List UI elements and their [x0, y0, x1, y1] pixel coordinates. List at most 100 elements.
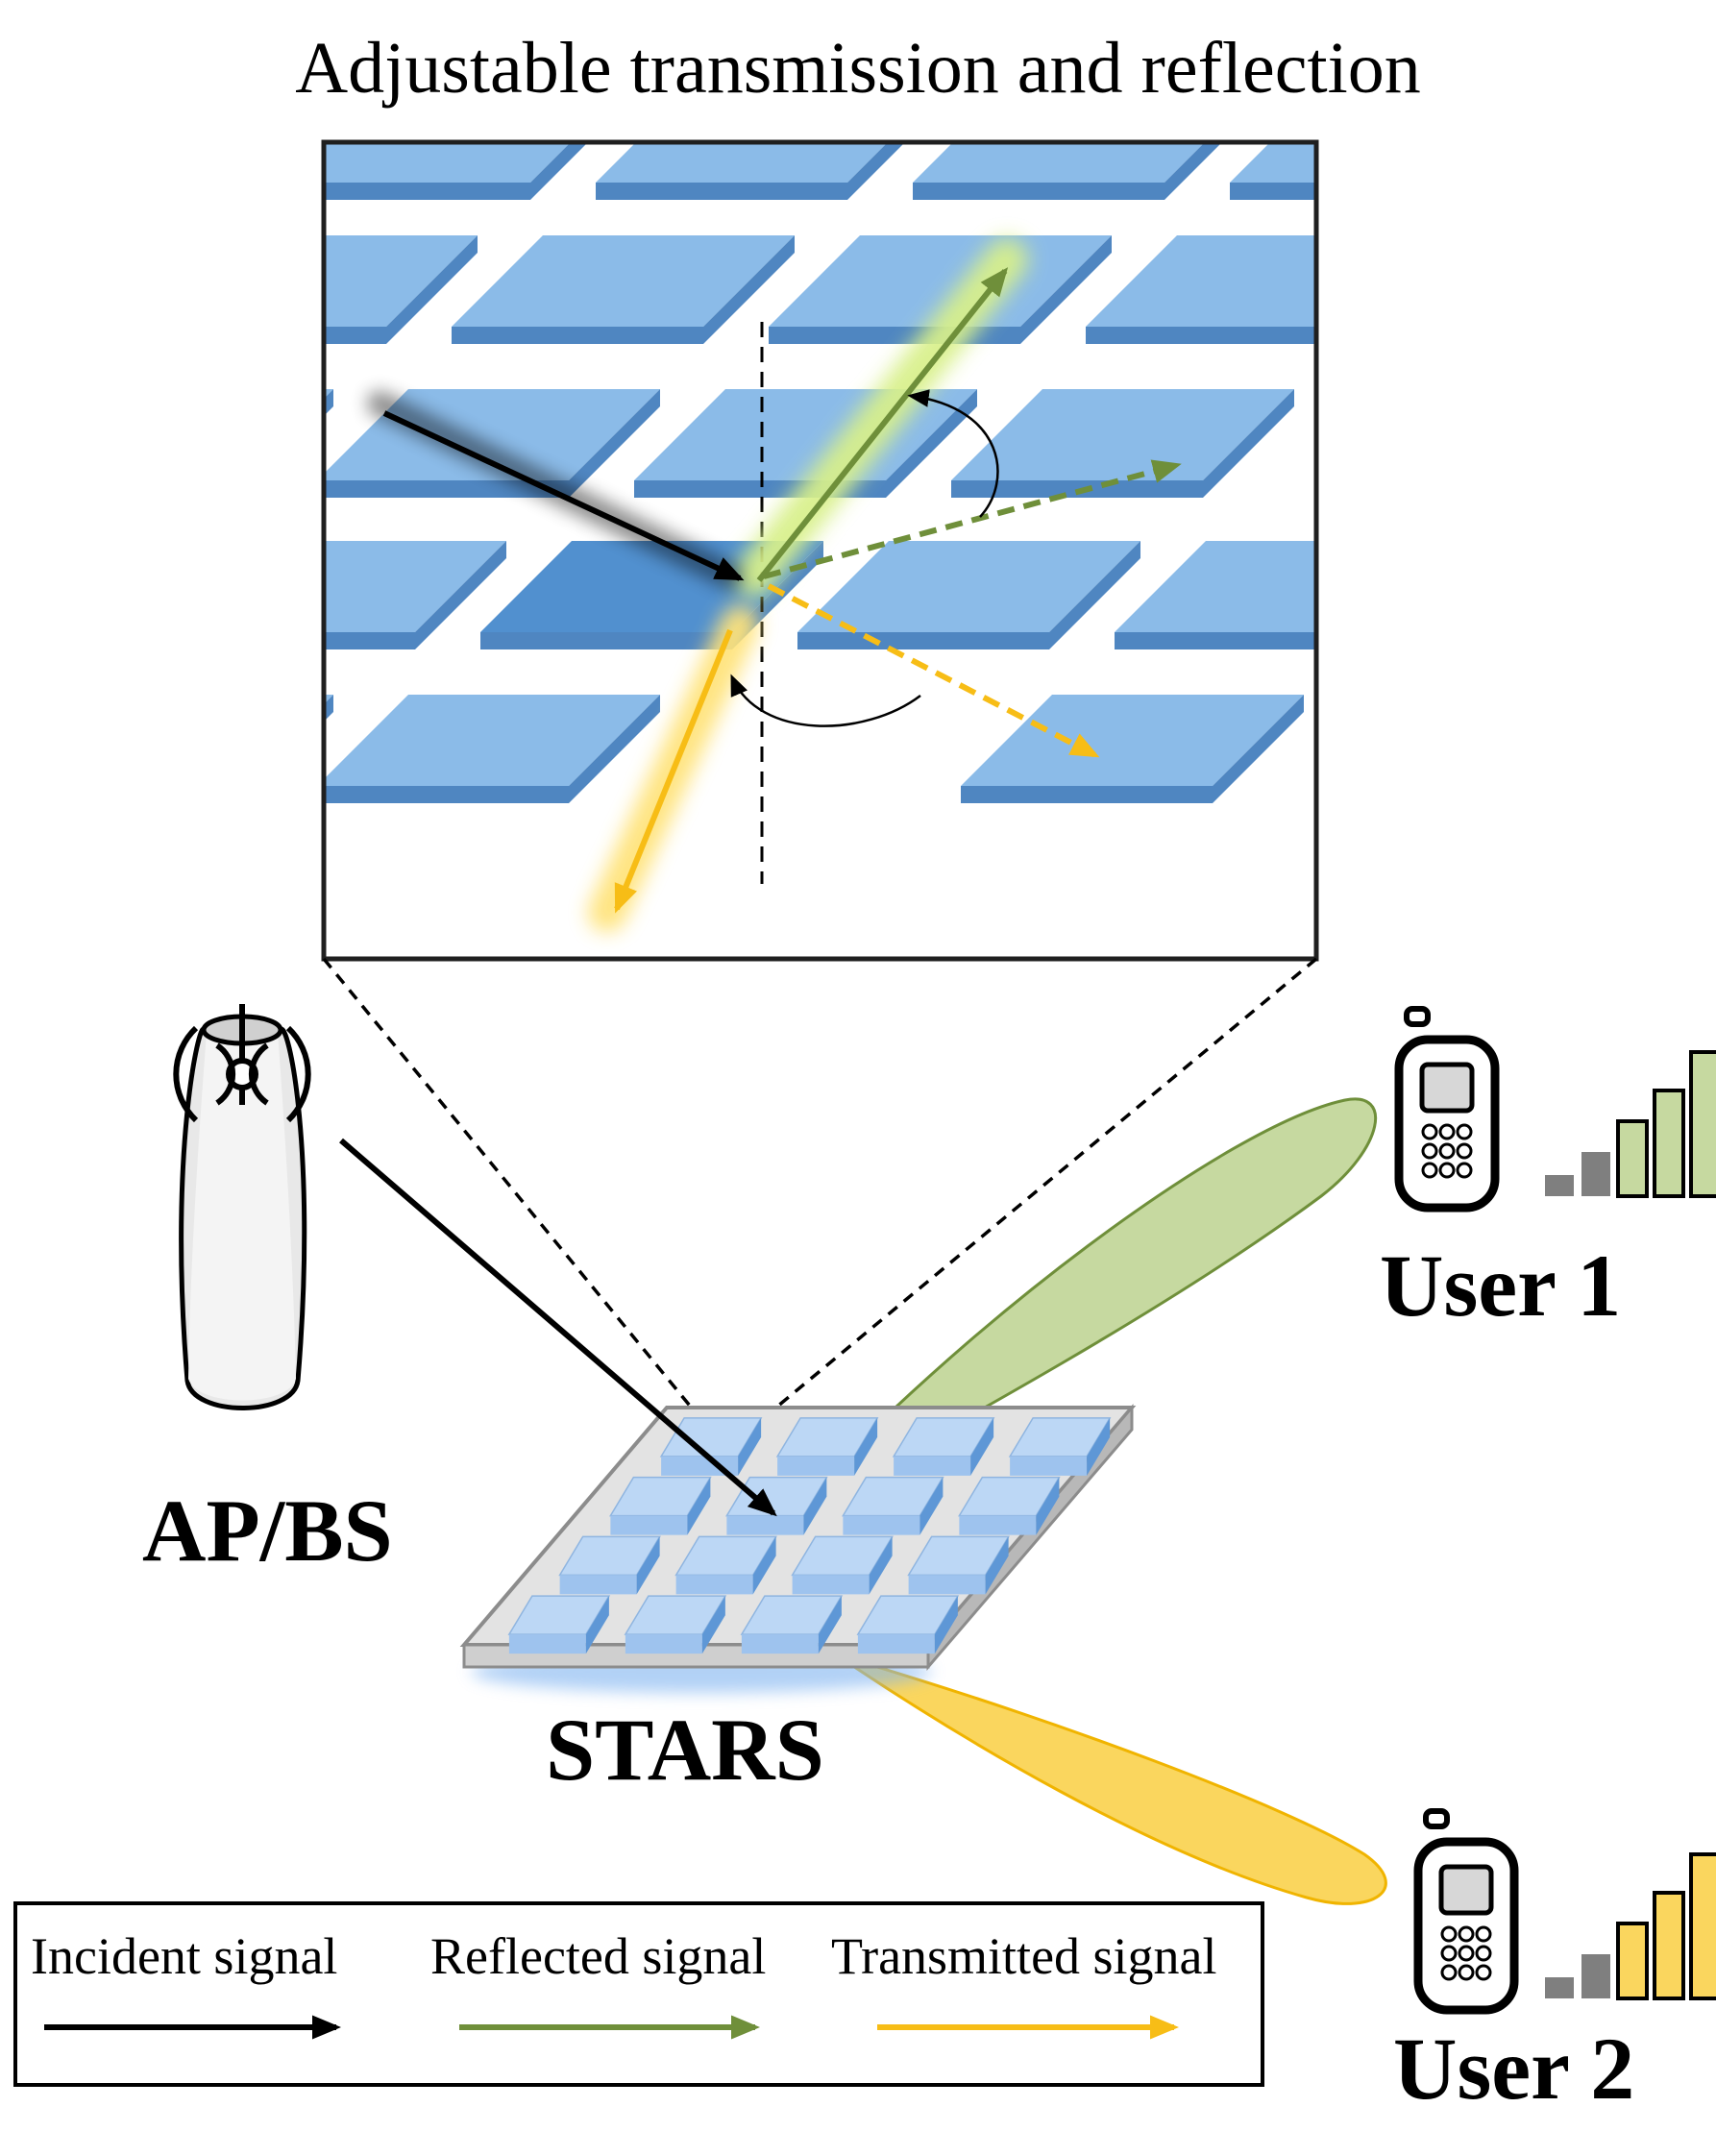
zoom-frame [321, 139, 1319, 962]
stars-element-side [636, 1536, 660, 1595]
stars-element-side [752, 1536, 776, 1595]
zoom-leader-left [322, 957, 713, 1433]
stars-element-edge [675, 1575, 753, 1595]
metasurface-element-edge [0, 480, 242, 498]
metasurface-element-edge [797, 632, 1049, 649]
stars-element-edge [908, 1575, 986, 1595]
legend-transmitted-label: Transmitted signal [831, 1927, 1217, 1985]
stars-surface [459, 1403, 1137, 1693]
transmitted-beam [835, 1653, 1387, 1905]
metasurface-element-side [1337, 235, 1429, 344]
metasurface-element [324, 695, 660, 786]
metasurface-element-side [1203, 389, 1294, 498]
signal-bar [1545, 1175, 1574, 1196]
signal-bar [1545, 1977, 1574, 1998]
metasurface-element-side [886, 389, 977, 498]
zoom-incident-arrow [382, 410, 745, 581]
antenna-icon [173, 1004, 311, 1410]
metasurface-element-side [703, 235, 795, 344]
signal-bar [1616, 1922, 1649, 2000]
zoom-transmitted-arrow [614, 628, 733, 914]
transmission-angle-arrow [730, 674, 921, 727]
metasurface-element-side [1366, 541, 1458, 649]
metasurface-element-edge [961, 786, 1213, 803]
metasurface-element [324, 142, 571, 183]
stars-element-edge [792, 1575, 870, 1595]
metasurface-element-side [386, 235, 478, 344]
signal-bar [1689, 1050, 1716, 1198]
metasurface-element-edge [0, 786, 242, 803]
user2-label: User 2 [1393, 2020, 1635, 2118]
metasurface-element-edge [769, 327, 1020, 344]
zoomed-metasurface-panel [0, 139, 1458, 962]
metasurface-element [324, 695, 333, 704]
metasurface-element [324, 541, 506, 632]
metasurface-element-edge [324, 327, 386, 344]
metasurface-element-edge [452, 327, 703, 344]
signal-bar [1689, 1852, 1716, 2000]
stars-element-side [738, 1417, 762, 1476]
stars-element-side [934, 1596, 958, 1654]
reflected-glow [733, 238, 1028, 598]
metasurface-element [1086, 235, 1316, 327]
metasurface-element [913, 142, 1205, 183]
stars-element-side [869, 1536, 893, 1595]
metasurface-element-side [847, 142, 905, 200]
metasurface-element [797, 541, 1140, 632]
metasurface-element-edge [324, 480, 569, 498]
metasurface-element-edge [324, 632, 415, 649]
metasurface-element-side [324, 695, 333, 722]
metasurface-element-side [415, 541, 506, 649]
metasurface-element [324, 235, 478, 327]
metasurface-element [961, 695, 1304, 786]
diagram-title: Adjustable transmission and reflection [295, 28, 1421, 109]
stars-element-edge [625, 1634, 702, 1654]
signal-bar [1653, 1891, 1685, 2000]
metasurface-element-side [569, 389, 660, 498]
phone-icon [1413, 1808, 1519, 2015]
legend-box [13, 1901, 1264, 2087]
metasurface-element [452, 235, 795, 327]
stars-element-side [1087, 1417, 1111, 1476]
stars-element-side [701, 1596, 725, 1654]
metasurface-element-edge [1230, 183, 1316, 200]
phone-icon [1394, 1006, 1500, 1213]
stars-element-edge [959, 1515, 1037, 1535]
zoom-leader-right [748, 957, 1318, 1432]
stars-surface-elements [507, 1417, 1112, 1654]
legend-incident-label: Incident signal [31, 1927, 338, 1985]
stars-element-edge [661, 1456, 739, 1476]
stars-element-edge [857, 1634, 935, 1654]
metasurface-element-edge [324, 786, 569, 803]
metasurface-element-side [1164, 142, 1222, 200]
zoom-reflected-dashed-arrow [763, 459, 1182, 579]
stars-element-side [985, 1536, 1009, 1595]
metasurface-element-edge [913, 183, 1164, 200]
metasurface-element-edge [0, 183, 213, 200]
stars-element-edge [1010, 1456, 1088, 1476]
metasurface-element [1115, 541, 1316, 632]
metasurface-element [596, 142, 888, 183]
stars-element-side [687, 1477, 711, 1535]
stars-element-side [970, 1417, 994, 1476]
stars-element-edge [610, 1515, 688, 1535]
stars-element-edge [741, 1634, 819, 1654]
legend-reflected-label: Reflected signal [430, 1927, 767, 1985]
stars-element-edge [559, 1575, 637, 1595]
stars-element-side [854, 1417, 878, 1476]
stars-element-side [803, 1477, 827, 1535]
ap-bs-label: AP/BS [142, 1482, 393, 1580]
reflection-angle-arrow [907, 389, 999, 518]
metasurface-elements [0, 142, 1458, 803]
signal-bar [1653, 1089, 1685, 1198]
stars-element-side [1036, 1477, 1060, 1535]
metasurface-element-edge [1086, 327, 1316, 344]
stars-element-edge [726, 1515, 804, 1535]
zoom-reflected-arrow [756, 267, 1009, 582]
metasurface-element-edge [324, 183, 530, 200]
metasurface-element [324, 389, 333, 399]
metasurface-element-edge [1115, 632, 1316, 649]
signal-strength-icon [1545, 1050, 1716, 1198]
